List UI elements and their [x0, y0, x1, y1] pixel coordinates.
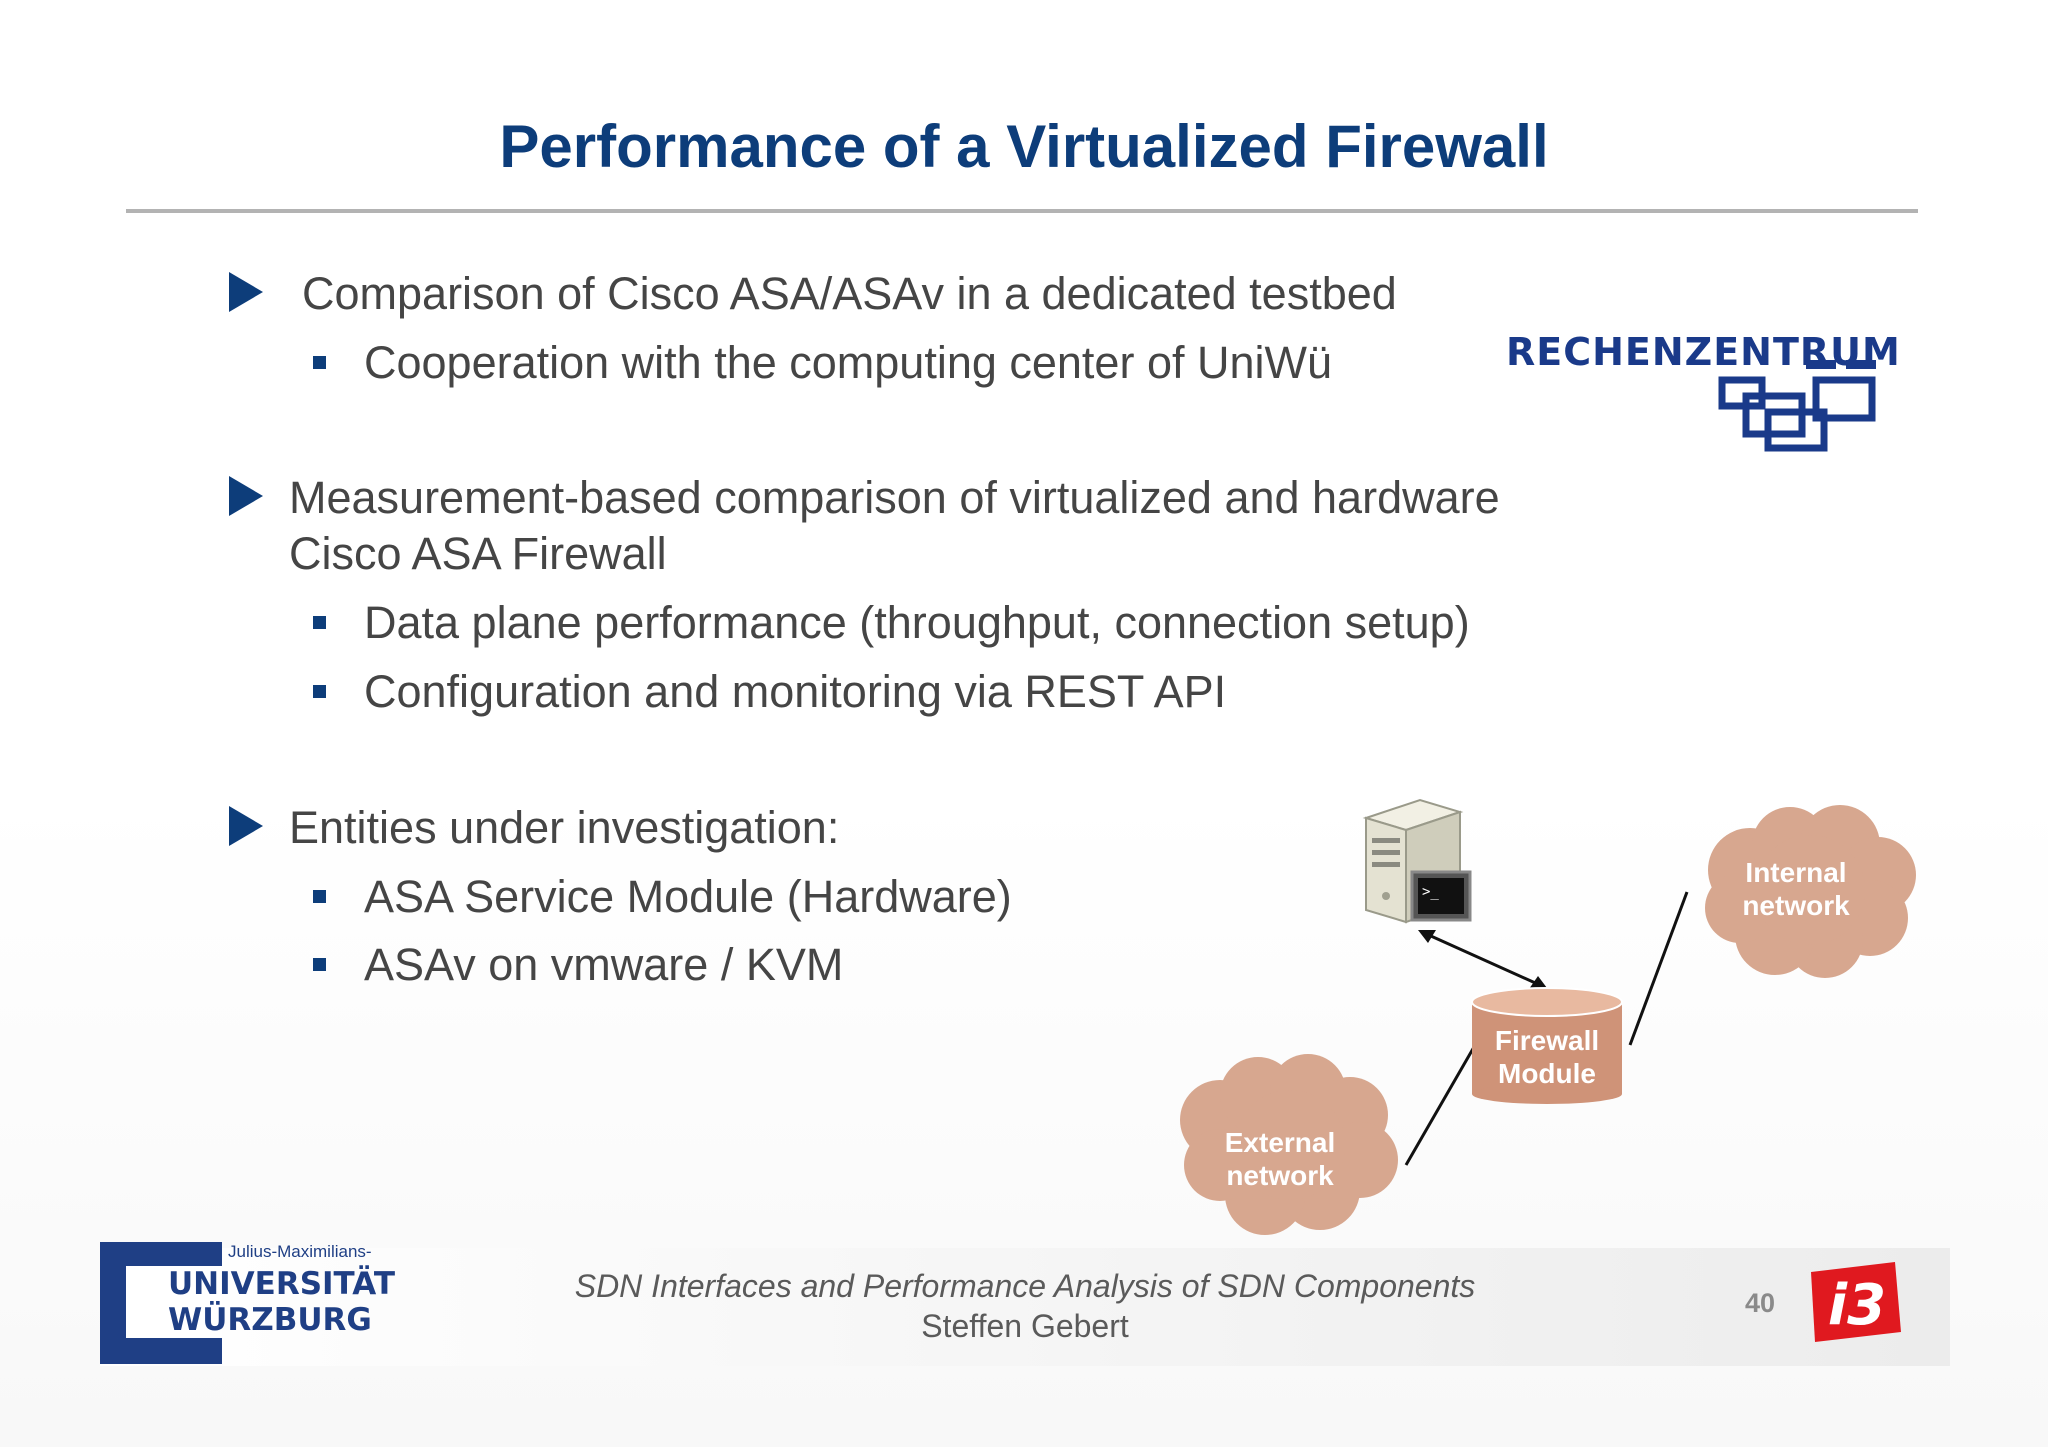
external-network-label-line-2: network: [1226, 1160, 1334, 1191]
university-logo-mark-icon: [100, 1242, 222, 1364]
bullet-2-text-line-2: Cisco ASA Firewall: [289, 528, 667, 579]
network-diagram: >_ Firewall Module: [1180, 798, 1916, 1235]
external-network-label-line-1: External: [1225, 1127, 1336, 1158]
page-number: 40: [1745, 1288, 1776, 1318]
link-firewall-internal: [1628, 891, 1689, 1046]
sub-bullet-square-icon: [313, 890, 326, 903]
bullet-2-sub-1: Data plane performance (throughput, conn…: [364, 597, 1470, 648]
i3-logo-icon: i3: [1811, 1262, 1901, 1342]
bullet-3-sub-1: ASA Service Module (Hardware): [364, 871, 1012, 922]
firewall-module: Firewall Module: [1471, 987, 1623, 1104]
link-external-firewall: [1404, 1046, 1476, 1166]
bullet-1-text: Comparison of Cisco ASA/ASAv in a dedica…: [302, 268, 1397, 319]
sub-bullet-square-icon: [313, 616, 326, 629]
bullet-triangle-icon: [229, 476, 263, 516]
bullet-1-sub-1: Cooperation with the computing center of…: [364, 337, 1333, 388]
footer-author: Steffen Gebert: [921, 1308, 1129, 1344]
i3-logo-text: i3: [1828, 1273, 1886, 1338]
bullet-2-sub-2: Configuration and monitoring via REST AP…: [364, 666, 1227, 717]
external-network-cloud: External network: [1180, 1054, 1398, 1235]
rechenzentrum-boxes-icon: [1718, 360, 1876, 452]
university-logo-subtitle: Julius-Maximilians-: [228, 1242, 372, 1261]
bullet-triangle-icon: [229, 272, 263, 312]
footer-presentation-title: SDN Interfaces and Performance Analysis …: [574, 1268, 1476, 1304]
terminal-icon: >_: [1410, 870, 1472, 922]
title-divider: [126, 209, 1918, 213]
footer-band: [100, 1248, 1950, 1366]
sub-bullet-square-icon: [313, 356, 326, 369]
internal-network-label-line-1: Internal: [1745, 857, 1846, 888]
university-logo-line-1: UNIVERSITÄT: [168, 1266, 396, 1302]
bullet-2-text-line-1: Measurement-based comparison of virtuali…: [289, 472, 1500, 523]
sub-bullet-square-icon: [313, 685, 326, 698]
management-arrow: [1418, 930, 1547, 989]
rechenzentrum-logo: RECHENZENTRUM: [1506, 330, 1900, 455]
slide-title: Performance of a Virtualized Firewall: [499, 113, 1549, 180]
internal-network-cloud: Internal network: [1705, 805, 1916, 978]
terminal-prompt: >_: [1422, 884, 1439, 900]
bullet-3-sub-2: ASAv on vmware / KVM: [364, 939, 844, 990]
internal-network-label-line-2: network: [1742, 890, 1850, 921]
bullet-3-text: Entities under investigation:: [289, 802, 840, 853]
sub-bullet-square-icon: [313, 958, 326, 971]
bullet-triangle-icon: [229, 806, 263, 846]
firewall-label-line-1: Firewall: [1495, 1025, 1599, 1056]
university-logo-line-2: WÜRZBURG: [168, 1302, 372, 1338]
university-logo: Julius-Maximilians- UNIVERSITÄT WÜRZBURG: [100, 1240, 400, 1365]
firewall-label-line-2: Module: [1498, 1058, 1596, 1089]
